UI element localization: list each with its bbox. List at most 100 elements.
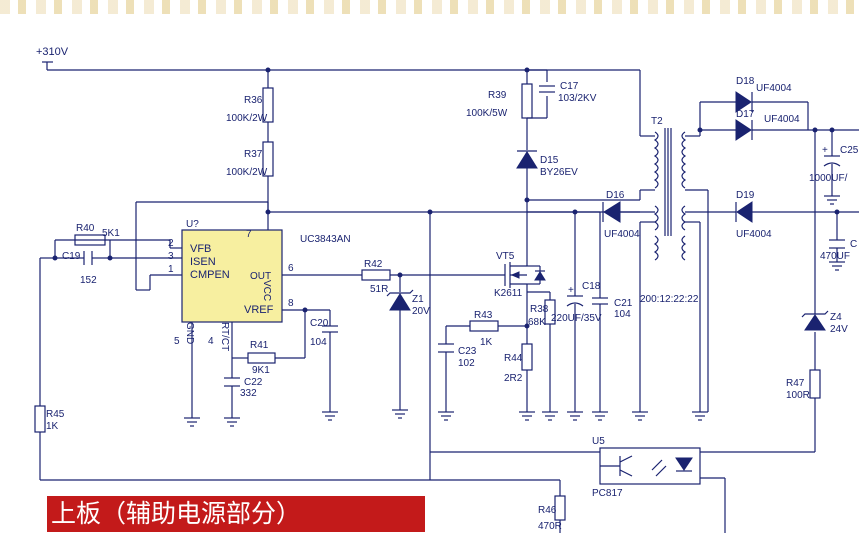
- label-d17-ref: D17: [736, 109, 755, 120]
- label-r40-ref: R40: [76, 223, 95, 234]
- label-r45-ref: R45: [46, 409, 65, 420]
- ic-pin-cmpen: CMPEN: [190, 269, 230, 281]
- label-r43-val: 1K: [480, 337, 493, 348]
- label-r46-val: 470R: [538, 521, 562, 532]
- ground-icon: [224, 417, 240, 427]
- label-r42-ref: R42: [364, 259, 383, 270]
- resistor-r40: [74, 234, 106, 246]
- label-r39-val: 100K/5W: [466, 108, 508, 119]
- label-c26-val: 470UF: [820, 251, 850, 262]
- decorative-top-strip: [0, 0, 859, 14]
- resistor-r45: [34, 405, 46, 433]
- ground-icon: [824, 195, 840, 205]
- label-z4-val: 24V: [830, 324, 848, 335]
- label-c22-val: 332: [240, 388, 257, 399]
- resistor-r42: [361, 269, 391, 281]
- diode-d18: [735, 91, 753, 113]
- ic-ref: U?: [186, 219, 199, 230]
- label-r36-val: 100K/2W: [226, 113, 268, 124]
- capacitor-c20: [322, 325, 338, 333]
- svg-text:+: +: [822, 145, 828, 156]
- supply-label: +310V: [36, 46, 69, 58]
- diode-d19: [735, 201, 753, 223]
- ic-pin-rtct: RT/CT: [219, 322, 230, 351]
- label-d18-ref: D18: [736, 76, 755, 87]
- capacitor-c26: [829, 239, 845, 249]
- optocoupler-u5: [599, 447, 701, 485]
- resistor-r38: [544, 299, 556, 325]
- label-r45-val: 1K: [46, 421, 59, 432]
- ic-pin-number-vref: 8: [288, 298, 294, 309]
- resistor-r44: [521, 343, 533, 371]
- capacitor-c17: [539, 85, 555, 93]
- label-d15-val: BY26EV: [540, 167, 578, 178]
- label-c19-ref: C19: [62, 251, 81, 262]
- ic-pin-number-out: 6: [288, 263, 294, 274]
- ic-pin-vref: VREF: [244, 304, 274, 316]
- label-c25-ref: C25: [840, 145, 859, 156]
- capacitor-c19: [80, 251, 96, 265]
- label-r47-val: 100R: [786, 390, 810, 401]
- label-d19-val: UF4004: [736, 229, 772, 240]
- label-t2-val: 200:12:22:22: [640, 294, 699, 305]
- transformer-t2: [653, 128, 687, 261]
- resistor-r43: [469, 320, 499, 332]
- resistor-r39: [521, 83, 533, 119]
- label-c20-val: 104: [310, 337, 327, 348]
- diode-d15: [516, 150, 538, 169]
- label-r40-val: 5K1: [102, 228, 120, 239]
- resistor-r41: [247, 352, 276, 364]
- label-u5-val: PC817: [592, 488, 623, 499]
- label-t2-ref: T2: [651, 116, 663, 127]
- label-c17-ref: C17: [560, 81, 579, 92]
- label-z1-ref: Z1: [412, 294, 424, 305]
- diodes: [386, 91, 829, 331]
- ic-pin-vcc: VCC: [261, 280, 272, 301]
- label-r43-ref: R43: [474, 310, 493, 321]
- ground-icon: [632, 411, 648, 421]
- capacitor-c18: +: [566, 285, 584, 307]
- resistor-r47: [809, 369, 821, 399]
- capacitor-c21: [592, 297, 608, 305]
- label-c23-ref: C23: [458, 346, 477, 357]
- ground-icon: [542, 411, 558, 421]
- ground-symbols: [184, 195, 845, 427]
- label-c17-val: 103/2KV: [558, 93, 597, 104]
- ic-pin-gnd: GND: [184, 322, 195, 344]
- ic-part: UC3843AN: [300, 234, 351, 245]
- label-r44-ref: R44: [504, 353, 523, 364]
- ic-uc3843: U? UC3843AN VFB ISEN CMPEN OUT VREF VCC …: [168, 219, 351, 351]
- label-vt5-val: K2611: [494, 288, 523, 299]
- capacitor-c22: [224, 377, 240, 387]
- label-c20-ref: C20: [310, 318, 329, 329]
- label-d18-val: UF4004: [756, 83, 792, 94]
- label-r37-ref: R37: [244, 149, 263, 160]
- ic-pin-number-vfb: 2: [168, 238, 174, 249]
- label-d17-val: UF4004: [764, 114, 800, 125]
- zener-z4: [801, 310, 829, 331]
- label-r44-val: 2R2: [504, 373, 523, 384]
- ground-icon: [392, 409, 408, 419]
- label-r42-val: 51R: [370, 284, 388, 295]
- ground-icon: [692, 411, 708, 421]
- label-d15-ref: D15: [540, 155, 559, 166]
- mosfet-vt5: [504, 258, 546, 290]
- label-c19-val: 152: [80, 275, 97, 286]
- component-labels: R36 100K/2W R37 100K/2W R39 100K/5W C17 …: [46, 76, 859, 532]
- label-c23-val: 102: [458, 358, 475, 369]
- diode-d17: [735, 119, 753, 141]
- zener-z1: [386, 289, 414, 311]
- label-c21-ref: C21: [614, 298, 633, 309]
- label-d19-ref: D19: [736, 190, 755, 201]
- label-d16-ref: D16: [606, 190, 625, 201]
- label-r37-val: 100K/2W: [226, 167, 268, 178]
- label-c25-val: 1000UF/: [809, 173, 848, 184]
- label-c26-ref: C: [850, 239, 857, 250]
- resistor-r46: [554, 495, 566, 521]
- resistor-r37: [262, 141, 274, 177]
- label-r36-ref: R36: [244, 95, 263, 106]
- label-c22-ref: C22: [244, 377, 263, 388]
- ic-pin-out: OUT: [250, 271, 271, 282]
- label-z4-ref: Z4: [830, 312, 842, 323]
